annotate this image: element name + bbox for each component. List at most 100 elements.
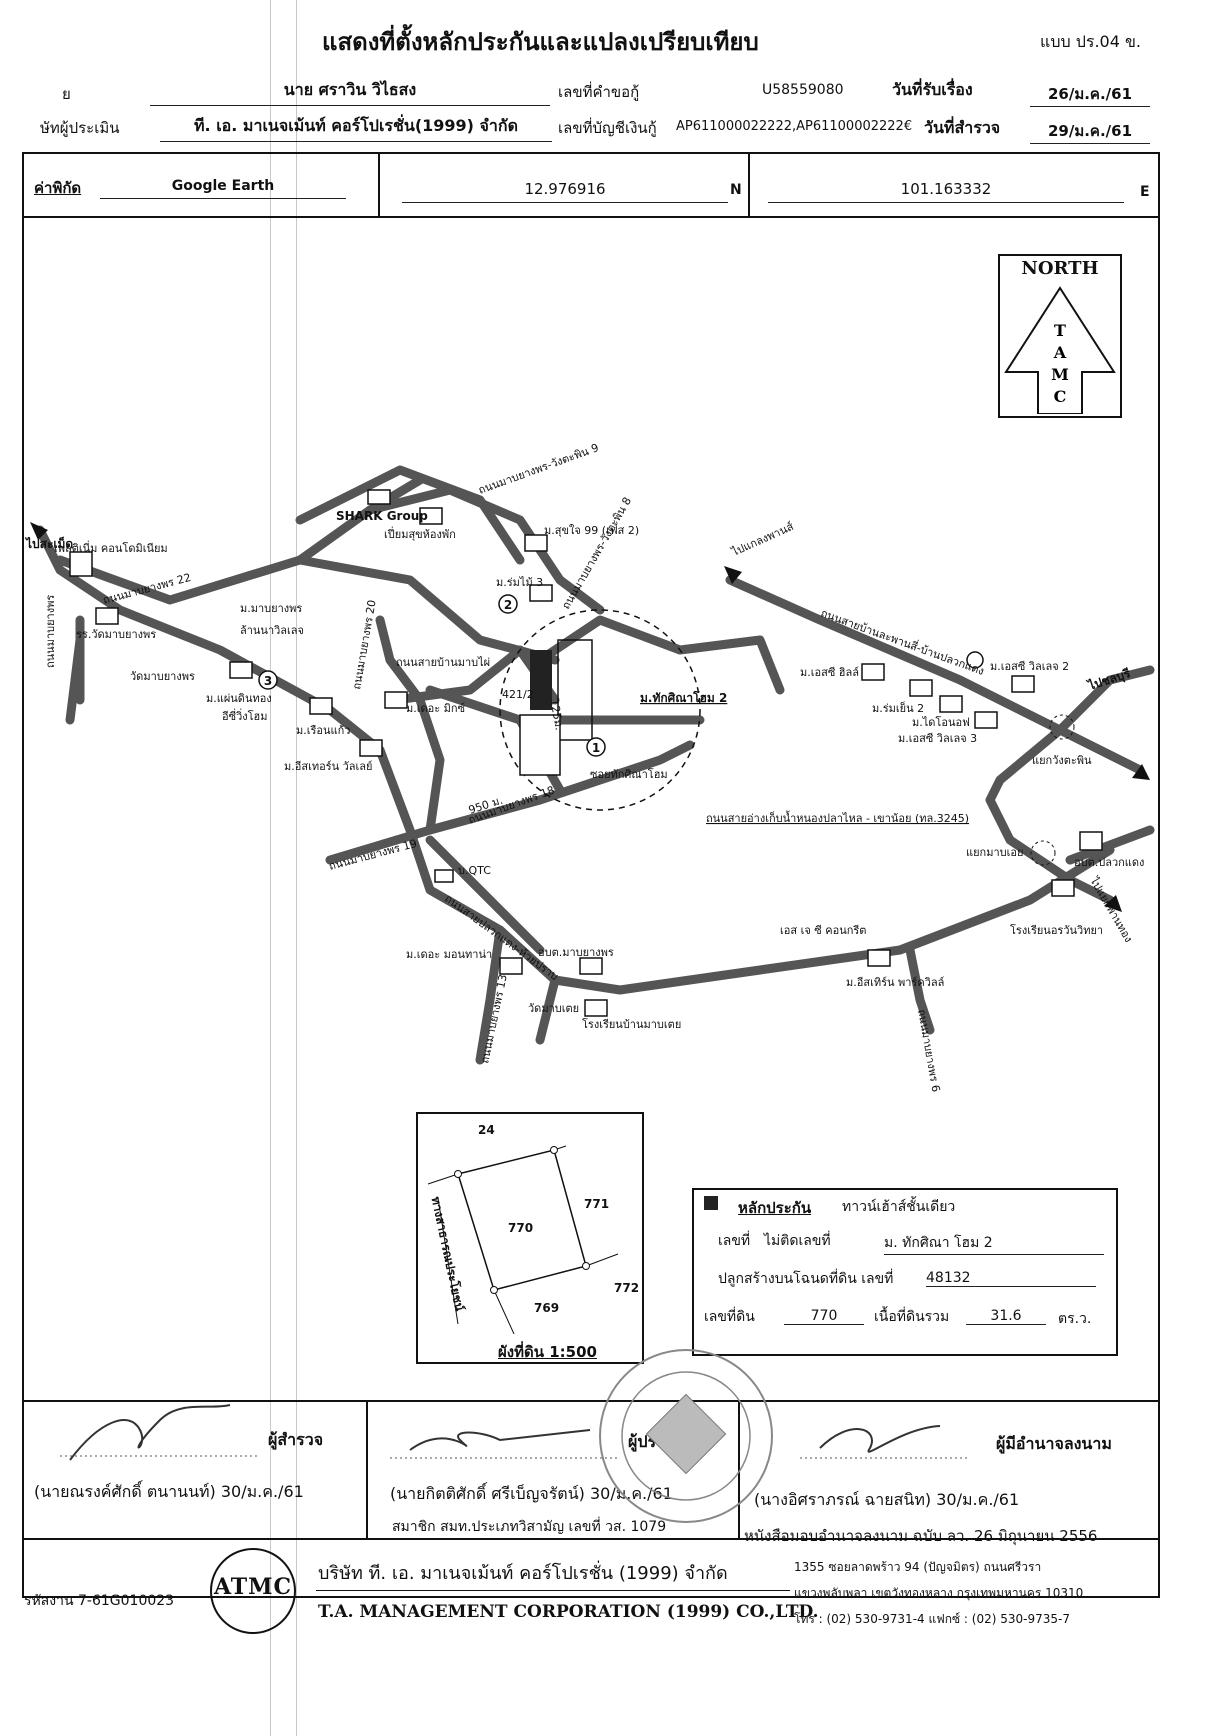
main-frame (22, 152, 1160, 1598)
map-label: ม.เอสซี วิลเลจ 3 (898, 732, 977, 745)
arrow-icon (30, 522, 48, 540)
map-label: ม.ไดโอนอฟ (912, 715, 970, 729)
map-label: โรงเรียนบ้านมาบเตย (582, 1017, 681, 1031)
borrower-name: นาย ศราวิน วิไธสง (150, 78, 550, 106)
target-project-name: ม.ทักศิณาโฮม 2 (640, 690, 727, 705)
company-seal (599, 1349, 773, 1523)
company-name-en: T.A. MANAGEMENT CORPORATION (1999) CO.,L… (318, 1602, 819, 1622)
latitude: 12.976916 (402, 180, 728, 203)
request-no: U58559080 (762, 82, 844, 98)
authority-letter: หนังสือมอบอำนาจลงนาม ฉบับ ลว. 26 มิถุนาย… (744, 1527, 1098, 1545)
map-label: ไปสะเม็ด (24, 536, 73, 551)
map-label: เอส เจ ซี คอนกรีต (780, 924, 866, 937)
plot-number: 770 (508, 1221, 533, 1235)
marker-3-number: 3 (264, 674, 272, 688)
north-letter: A (1053, 343, 1067, 362)
map-label: ม.เอสซี ฮิลล์ (800, 666, 859, 679)
appraiser-company-label: ษัทผู้ประเมิน (40, 119, 120, 137)
survey-date: 29/ม.ค./61 (1030, 119, 1150, 144)
company-logo: ATMC (210, 1548, 296, 1634)
company-logo-text: ATMC (213, 1574, 293, 1600)
map-label: ถนนมาบยางพร (44, 595, 57, 668)
map-label: ม.ร่มเย็น 2 (872, 701, 924, 715)
map-label: ม.อีสเทอร์น วัลเลย์ (284, 760, 372, 773)
divider (378, 152, 380, 216)
latitude-dir: N (730, 182, 742, 198)
company-address-1: 1355 ซอยลาดพร้าว 94 (ปัญจมิตร) ถนนศรีวรา (794, 1560, 1042, 1574)
map-label: ม.มาบยางพร (240, 602, 302, 615)
junction-circle (1049, 714, 1075, 740)
north-arrow-box: NORTH T A M C (998, 254, 1122, 418)
company-phone: โทร : (02) 530-9731-4 แฟกซ์ : (02) 530-9… (794, 1612, 1070, 1626)
request-no-label: เลขที่คำขอกู้ (558, 83, 640, 101)
company-address-2: แขวงพลับพลา เขตวังทองหลาง กรุงเทพมหานคร … (794, 1586, 1084, 1600)
collateral-type: ทาวน์เฮ้าส์ชั้นเดียว (842, 1199, 956, 1215)
map-label: ม.เรือนแก้ว (296, 724, 350, 737)
marker-2 (498, 594, 518, 614)
north-letter: M (1051, 365, 1069, 384)
map-label: ม.แผ่นดินทอง (206, 692, 272, 705)
map-label: ถนนมาบยางพร-วังตะพิน 9 (477, 441, 601, 497)
plot-map: 24 770 771 772 769 ทางสาธารณประโยชน์ (427, 1123, 639, 1335)
received-label: วันที่รับเรื่อง (892, 80, 973, 99)
divider (738, 1400, 740, 1538)
map-label: ถนนมาบยางพร-วังตะพิน 8 (559, 495, 634, 612)
marker-1 (586, 737, 606, 757)
map-label: ถนนสายอ่างเก็บน้ำหนองปลาไหล - เขาน้อย (ท… (706, 810, 969, 825)
collateral-no-label: เลขที่ (718, 1233, 751, 1249)
deed-no: 48132 (926, 1270, 1096, 1287)
appraiser-signature (390, 1429, 620, 1459)
land-no-label: เลขที่ดิน (704, 1309, 755, 1325)
north-label: NORTH (1021, 258, 1099, 279)
company-name-th: บริษัท ที. เอ. มาเนจเม้นท์ คอร์โปเรชั่น … (318, 1563, 728, 1584)
survey-label: วันที่สำรวจ (924, 118, 1001, 137)
map-label: ไปแกลงพานส์ (729, 520, 796, 559)
authority-name: (นางอิศราภรณ์ ฉายสนิท) 30/ม.ค./61 (754, 1490, 1020, 1509)
plot-number: 771 (584, 1197, 609, 1211)
appraiser-company: ที. เอ. มาเนจเม้นท์ คอร์โปเรชั่น(1999) จ… (160, 114, 552, 142)
map-label: ล้านนาวิลเลจ (240, 624, 304, 637)
account-no: AP611000022222,AP61100002222€ (676, 119, 913, 134)
north-letter: C (1054, 387, 1067, 406)
form-code: แบบ ปร.04 ข. (1040, 32, 1142, 51)
map-label: รร.วัดมาบยางพร (76, 628, 156, 641)
land-no: 770 (784, 1308, 864, 1325)
area-value: 31.6 (966, 1308, 1046, 1325)
north-letter: T (1054, 321, 1066, 340)
location-map: 1 2 3 SHARK Group เปี่ยมสุขห้องพัก ม.สุข… (24, 441, 1155, 1093)
map-label: อบต.มาบยางพร (538, 946, 614, 959)
authority-role: ผู้มีอำนาจลงนาม (996, 1434, 1112, 1453)
header-label: ย (62, 85, 71, 103)
public-road-label: ทางสาธารณประโยชน์ (429, 1195, 468, 1313)
collateral-square-icon (704, 1196, 718, 1210)
collateral-project: ม. ทักศิณา โฮม 2 (884, 1232, 1104, 1255)
project-radius-circle (499, 609, 701, 811)
account-label: เลขที่บัญชีเงินกู้ (558, 119, 657, 137)
map-label: วัดมาบยางพร (130, 670, 195, 683)
divider (748, 152, 750, 216)
junction-circle (1030, 840, 1056, 866)
map-label: ถนนมาบยางพร 20 (350, 599, 379, 691)
map-label: ไปชลบุรี (1084, 665, 1132, 694)
deed-label: ปลูกสร้างบนโฉนดที่ดิน เลขที่ (718, 1271, 894, 1287)
plot-number: 772 (614, 1281, 639, 1295)
map-label: ม.เอสซี วิลเลจ 2 (990, 660, 1069, 673)
divider (366, 1400, 368, 1538)
map-label: แยกวังตะพิน (1032, 754, 1092, 767)
plot-map-box: 24 770 771 772 769 ทางสาธารณประโยชน์ ผัง… (416, 1112, 644, 1364)
longitude: 101.163332 (768, 180, 1124, 203)
arrow-icon (724, 566, 742, 584)
divider (22, 1400, 1158, 1402)
map-label: เพลติเนี่ม คอนโดมิเนียม (54, 540, 168, 555)
collateral-box: หลักประกัน ทาวน์เฮ้าส์ชั้นเดียว เลขที่ ไ… (692, 1188, 1118, 1356)
map-label: ม.สุขใจ 99 (เฟส 2) (544, 524, 639, 537)
building-icons (69, 489, 1103, 1017)
map-label: SHARK Group (336, 509, 428, 523)
coords-source: Google Earth (100, 178, 346, 199)
map-label: 421/2 (502, 688, 534, 701)
map-label: ถนนมาบยางพร 6 (915, 1008, 942, 1093)
house-block-icon (530, 650, 552, 710)
map-label: เปี่ยมสุขห้องพัก (384, 526, 456, 541)
map-label: ม.อีสเทิร์น พาร์ควิลล์ (846, 976, 944, 989)
map-label: โรงเรียนอรวันวิทยา (1010, 923, 1103, 937)
